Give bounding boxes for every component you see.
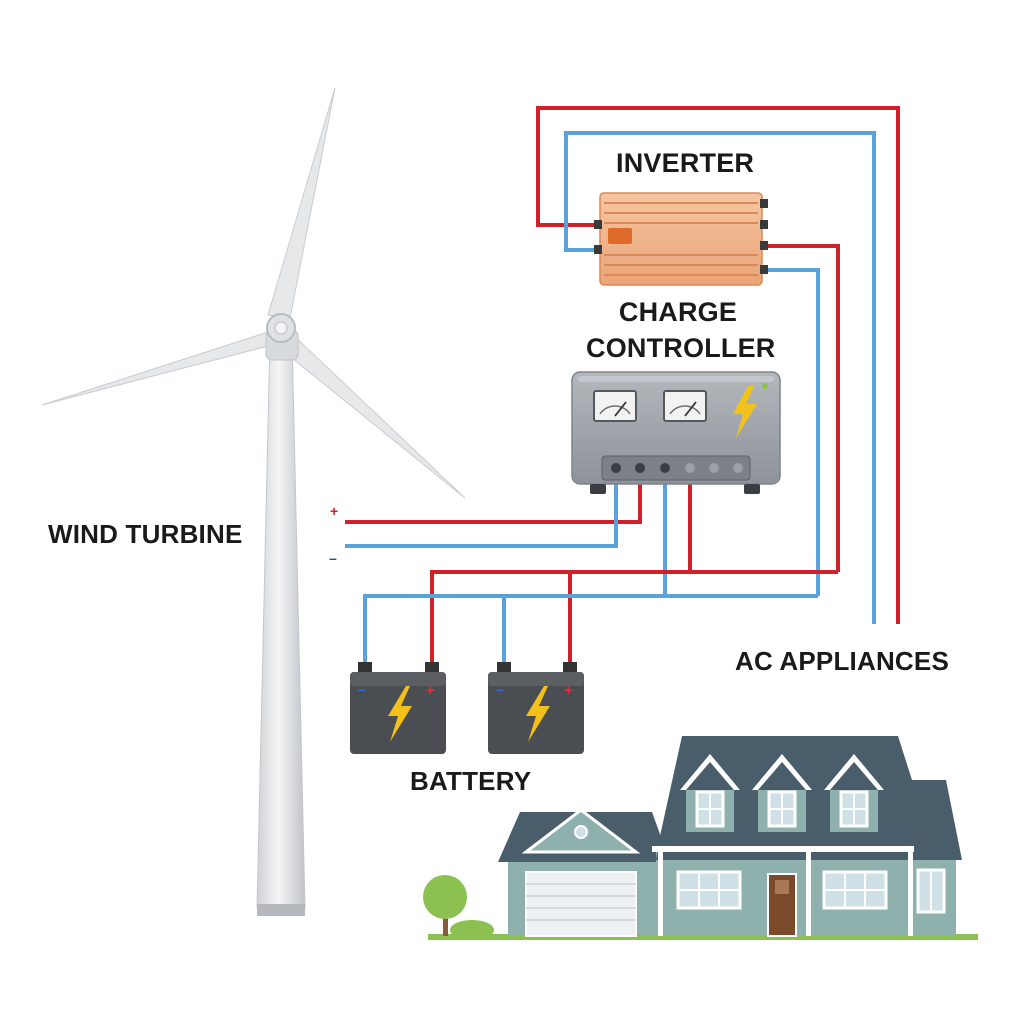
charge-controller-label-line-1: CHARGE <box>618 297 738 327</box>
controller-terminals <box>611 463 743 473</box>
porch-beam <box>652 846 914 852</box>
charge-controller-label-line-2: CONTROLLER <box>586 333 776 363</box>
controller-meter-left <box>593 390 637 422</box>
inverter-body <box>599 192 763 286</box>
ac-appliances-label: AC APPLIANCES <box>735 646 949 676</box>
tree-canopy <box>423 875 467 919</box>
dormer-2 <box>752 754 812 832</box>
battery-2 <box>488 662 584 754</box>
inverter-terminals <box>594 199 768 274</box>
ac-positive-wire <box>536 106 900 624</box>
inverter-display <box>608 228 632 244</box>
battery-1 <box>350 662 446 754</box>
lightning-bolt-icon <box>388 686 412 742</box>
ground-line <box>428 934 978 940</box>
wind-turbine-label: WIND TURBINE <box>48 519 243 549</box>
turbine-negative-mark: – <box>329 550 337 566</box>
lightning-bolt-icon <box>733 386 757 438</box>
lower-window-right <box>822 870 888 910</box>
tree-trunk <box>443 910 448 936</box>
lower-window-left <box>676 870 742 910</box>
garage-round-window <box>574 825 588 839</box>
controller-meter-right <box>663 390 707 422</box>
turbine-negative-wire <box>345 478 618 548</box>
battery-label: BATTERY <box>410 766 532 796</box>
negative-bus-wire <box>363 594 818 668</box>
dormer-3 <box>824 754 884 832</box>
turbine-blade-top <box>267 87 336 319</box>
turbine-hub-cap <box>274 321 288 335</box>
turbine-tower-base <box>257 904 305 916</box>
battery-2-negative-mark: – <box>496 681 504 697</box>
garage-door <box>525 871 637 937</box>
lightning-bolt-icon <box>526 686 550 742</box>
inverter-negative-input-wire <box>765 268 820 596</box>
inverter-fins <box>604 202 758 276</box>
wind-turbine <box>41 87 466 916</box>
battery-1-positive-mark: + <box>426 682 435 699</box>
controller-terminal-strip <box>601 455 751 481</box>
bush <box>450 920 494 940</box>
inverter-positive-input-wire <box>765 244 840 572</box>
controller-status-led <box>762 383 768 389</box>
turbine-positive-mark: + <box>330 503 338 519</box>
turbine-positive-wire <box>345 478 642 524</box>
turbine-tower <box>256 337 306 909</box>
house <box>423 736 978 940</box>
turbine-blade-left <box>41 331 273 406</box>
charge-controller-label: CHARGE CONTROLLER <box>586 294 776 366</box>
controller-top-bevel <box>578 376 774 382</box>
terminal-marks: + – – + – + <box>329 503 573 699</box>
inverter <box>594 192 768 286</box>
battery-2-positive-mark: + <box>564 682 573 699</box>
battery-1-negative-mark: – <box>358 681 366 697</box>
dormer-1 <box>680 754 740 832</box>
ac-negative-wire <box>564 131 876 624</box>
controller-foot-right <box>744 484 760 494</box>
side-window <box>916 868 946 914</box>
charge-controller <box>571 371 781 494</box>
porch-posts <box>658 852 913 936</box>
controller-foot-left <box>590 484 606 494</box>
wiring <box>345 106 900 668</box>
inverter-label: INVERTER <box>616 148 755 178</box>
turbine-blade-right <box>281 331 466 499</box>
positive-bus-wire <box>430 570 838 668</box>
